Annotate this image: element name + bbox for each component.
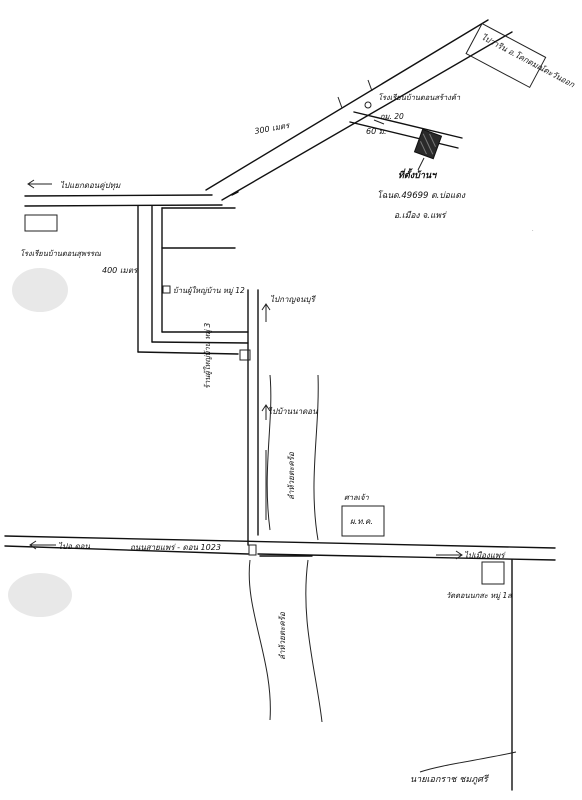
arrow-left-icon [27, 179, 52, 189]
arrow-up-icon [261, 404, 271, 420]
distance-400: 400 เมตร [102, 266, 139, 275]
main-road-label: ถนนสายแพร่ - ดอน 1023 [130, 543, 221, 552]
school-name: โรงเรียนบ้านดอนสร้างค้า [378, 93, 461, 102]
canal-upper-label: ลำห้วยตะคร้อ [287, 451, 296, 500]
site-pointer [417, 157, 425, 171]
distance-300: 300 เมตร [254, 121, 292, 136]
road-tick [337, 96, 343, 109]
school-km: กม. 20 [380, 112, 404, 121]
pho-kho-building [341, 505, 385, 537]
smudge-mark [12, 268, 68, 312]
right-destination-label: ไปเมืองแพร่ [464, 550, 506, 560]
canal-upper-right-bank [313, 374, 319, 541]
pho-kho-label: ผ.ท.ค. [350, 517, 373, 526]
shrine-box [481, 561, 505, 585]
left-destination-label: ไปอ.ดอน [58, 541, 90, 551]
lane-bend-lower [137, 351, 239, 355]
building-icon [239, 349, 251, 361]
signature-name: นายเอกราช ชมภูศรี [410, 774, 490, 785]
school-marker-icon [364, 101, 372, 109]
junction-marker-icon [248, 544, 257, 556]
road-tick [367, 79, 373, 92]
branch-road-lower [353, 111, 463, 139]
top-destination-label: ไปวาริน อ.โคกตมณ์ตะวันออก [480, 32, 578, 90]
canal-lower-label: ลำห้วยตะคร้อ [278, 611, 287, 660]
arrow-up-icon [261, 303, 271, 322]
smudge-mark [8, 573, 72, 617]
distance-60: 60 ม. [366, 127, 387, 136]
arrow-right-icon [436, 550, 463, 560]
upper-road-south-edge [24, 204, 223, 207]
headman-house-icon [162, 285, 171, 294]
upper-road-join [231, 191, 239, 196]
site-label: ที่ตั้งบ้านฯ [398, 168, 438, 181]
arrow-left-icon [29, 540, 56, 550]
main-road-south-edge-left [4, 545, 249, 555]
canal-lower-left-bank [248, 559, 271, 721]
diagonal-road-edge-upper [205, 19, 489, 191]
lane-bend-upper [151, 341, 249, 344]
main-road-north-edge [4, 535, 556, 549]
village-school-box [24, 214, 58, 232]
canal-upper-left-bank [266, 374, 272, 531]
branch-road-upper [349, 121, 459, 149]
address-line-2: อ.เมือง จ.แพร่ [394, 210, 447, 221]
road-left-top-label: ไปแยกดอนคู่ปทุม [60, 180, 121, 191]
branch-divider [373, 119, 385, 125]
site-parcel-icon [413, 128, 443, 160]
to-kanchanaburi-label: ไปกาญจนบุรี [270, 294, 316, 305]
signature-stroke [419, 751, 517, 773]
top-destination-box: ไปวาริน อ.โคกตมณ์ตะวันออก [465, 22, 578, 90]
upper-road-north-edge [24, 194, 213, 197]
headman-house-2-label: ร้านผู้ใหญ่บ้าน หมู่ 3 [203, 322, 212, 389]
village-school-label: โรงเรียนบ้านดอนสุพรรณ [20, 249, 102, 258]
canal-lower-right-bank [305, 559, 323, 723]
headman-house-label: บ้านผู้ใหญ่บ้าน หมู่ 12 [173, 286, 245, 295]
shrine-label: วัดดอนนกสะ หมู่ 1ส [446, 591, 513, 600]
diagonal-road-edge-lower [221, 31, 513, 201]
dot-mark: · [532, 228, 534, 234]
address-line-1: โฉนด.49699 ต.บ่อแดง [377, 190, 466, 201]
bridge-label: ไปบ้านนาดอน [268, 406, 318, 416]
main-road-south-edge-right [257, 553, 556, 561]
temple-small-label: ศาลเจ้า [344, 493, 370, 502]
